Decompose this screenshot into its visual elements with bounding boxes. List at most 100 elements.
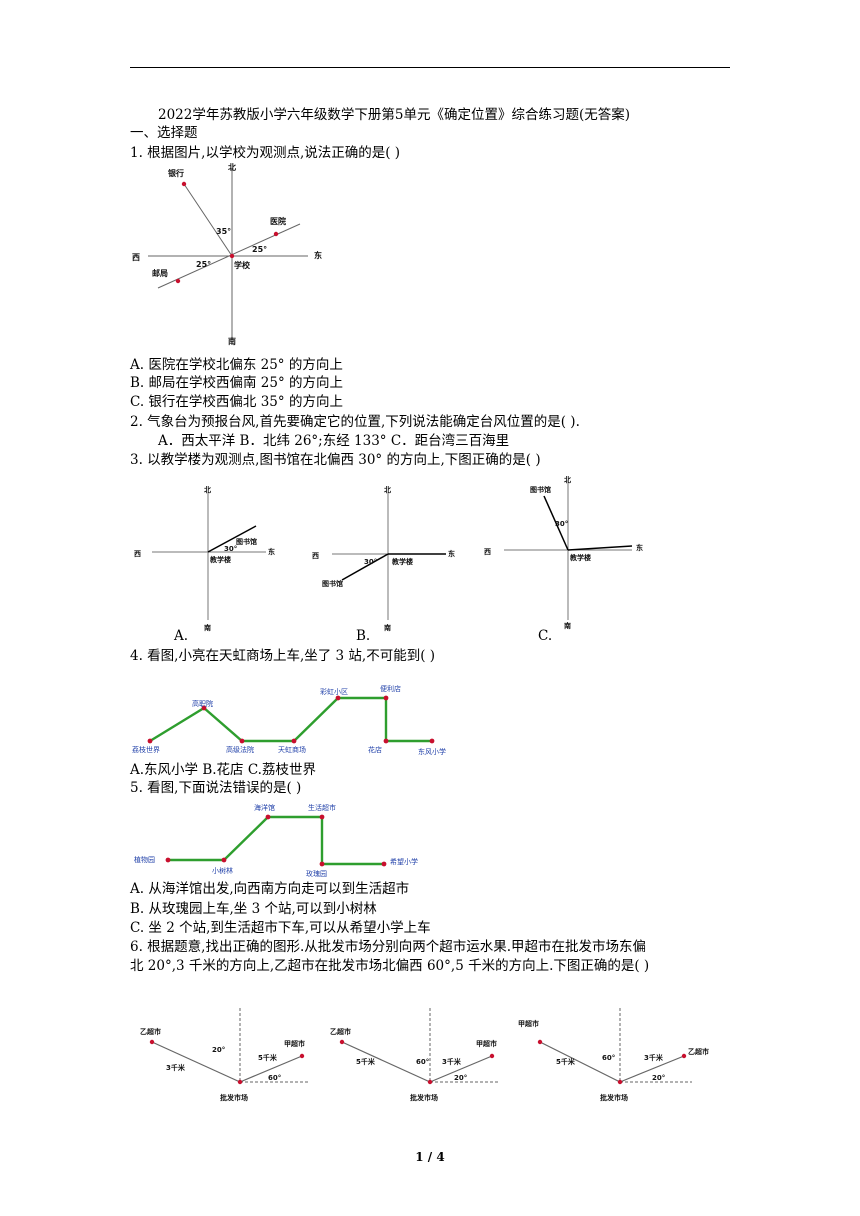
q5-stop-label: 生活超市: [308, 803, 336, 812]
q4-stop-dot: [147, 738, 153, 744]
q3c-building: 教学楼: [569, 553, 591, 562]
q3-figure-b: 北 南 东 西 图书馆 教学楼 30°: [312, 485, 455, 632]
q1-post-dot: [175, 278, 181, 284]
q6f2-base-dot: [427, 1079, 433, 1085]
q4-stop-label: 便利店: [380, 684, 401, 693]
q6f2-left-dot: [339, 1039, 345, 1045]
q6f3-right-dot: [681, 1053, 687, 1059]
q6f2-base-label: 批发市场: [410, 1093, 438, 1102]
q3c-east-ray: [567, 545, 633, 551]
q4-stop-label: 彩虹小区: [320, 687, 348, 696]
q5-option-c: C. 坐 2 个站,到生活超市下车,可以从希望小学上车: [130, 920, 431, 936]
q3a-north: 北: [204, 485, 211, 494]
q5-stop-dot: [319, 861, 325, 867]
q5-stop-dot: [319, 814, 325, 820]
q6f1-left-label: 乙超市: [140, 1027, 161, 1036]
q3a-library-ray: [207, 525, 257, 553]
q5-stop-label: 玫瑰园: [306, 869, 327, 878]
q3c-angle: 30°: [555, 520, 568, 528]
q6f2-distance-right: 3千米: [442, 1057, 462, 1066]
q4-options: A.东风小学 B.花店 C.荔枝世界: [130, 762, 316, 778]
q6f3-left-ray: [539, 1041, 621, 1083]
q4-stop-dot: [201, 705, 207, 711]
page-number: 1 / 4: [415, 1150, 445, 1164]
q3c-library-ray: [543, 495, 569, 551]
q3b-north: 北: [384, 485, 391, 494]
q4-route-map: 荔枝世界 高职院 高级法院 天虹商场 彩虹小区 便利店 花店 东风小学: [132, 684, 446, 756]
q4-stem: 4. 看图,小亮在天虹商场上车,坐了 3 站,不可能到( ): [130, 648, 436, 664]
q1-east-label: 东: [314, 250, 322, 260]
q3b-south: 南: [384, 623, 391, 632]
q6f1-left-dot: [149, 1039, 155, 1045]
q5-stop-label: 小树林: [212, 866, 233, 875]
q1-option-c: C. 银行在学校西偏北 35° 的方向上: [130, 394, 343, 410]
q4-stop-dot: [291, 738, 297, 744]
q6f2-right-ray: [429, 1055, 493, 1083]
q6f3-left-label: 甲超市: [518, 1019, 539, 1028]
q1-north-label: 北: [228, 162, 236, 172]
q6-stem-line1: 6. 根据题意,找出正确的图形.从批发市场分别向两个超市运水果.甲超市在批发市场…: [130, 939, 647, 955]
q6f3-left-dot: [537, 1039, 543, 1045]
q3-figure-c: 北 南 东 西 图书馆 教学楼 30°: [484, 475, 643, 630]
q6f1-base-dot: [237, 1079, 243, 1085]
q6f3-base-label: 批发市场: [600, 1093, 628, 1102]
q6f2-distance-left: 5千米: [356, 1057, 376, 1066]
q3c-east: 东: [636, 543, 643, 552]
q6f2-angle-bottom: 20°: [454, 1074, 467, 1082]
q6-stem-line2: 北 20°,3 千米的方向上,乙超市在批发市场北偏西 60°,5 千米的方向上.…: [130, 958, 650, 974]
q6f3-distance-left: 5千米: [556, 1057, 576, 1066]
q4-stop-dot: [429, 738, 435, 744]
q6f3-angle-bottom: 20°: [652, 1074, 665, 1082]
q6-figure-2: 乙超市 甲超市 批发市场 60° 20° 5千米 3千米: [330, 1008, 498, 1102]
q4-stop-dot: [335, 695, 341, 701]
q5-stop-label: 植物园: [134, 855, 155, 864]
q3c-west: 西: [484, 548, 491, 556]
q6f1-distance-left: 3千米: [166, 1063, 186, 1072]
q5-stop-label: 希望小学: [390, 857, 418, 866]
q3a-south: 南: [204, 623, 211, 632]
q3-label-b: B.: [356, 628, 371, 644]
q2-options: A．西太平洋 B．北纬 26°;东经 133° C．距台湾三百海里: [158, 433, 510, 449]
q1-hospital-label: 医院: [270, 216, 286, 226]
q1-school-dot: [229, 253, 235, 259]
q3b-library: 图书馆: [322, 579, 343, 588]
q1-school-label: 学校: [234, 260, 251, 270]
q6f1-left-ray: [151, 1041, 241, 1083]
q6f1-angle-top: 20°: [212, 1046, 225, 1054]
q5-option-a: A. 从海洋馆出发,向西南方向走可以到生活超市: [130, 881, 410, 897]
q1-bank-dot: [181, 181, 187, 187]
q6f1-angle-bottom: 60°: [268, 1074, 281, 1082]
q6f3-right-ray: [619, 1055, 685, 1083]
q6f2-left-ray: [341, 1041, 431, 1083]
q1-compass-figure: 北 南 东 西 银行 医院 邮局 学校 35° 25° 25°: [132, 162, 322, 346]
q6f1-base-label: 批发市场: [220, 1093, 248, 1102]
q6f3-angle-top: 60°: [602, 1054, 615, 1062]
q4-stop-label: 高级法院: [226, 745, 254, 754]
q3b-west: 西: [312, 552, 319, 560]
q5-stop-label: 海洋馆: [254, 803, 275, 812]
q1-bank-ray: [183, 183, 233, 257]
section-heading: 一、选择题: [130, 125, 198, 141]
q4-stop-dot: [383, 738, 389, 744]
q4-stop-dot: [239, 738, 245, 744]
q5-stop-dot: [381, 861, 387, 867]
q4-stop-label: 荔枝世界: [132, 745, 160, 754]
q1-angle-25-east: 25°: [252, 245, 267, 254]
q1-west-label: 西: [132, 253, 140, 262]
q3a-west: 西: [134, 550, 141, 558]
q6f2-right-dot: [489, 1053, 495, 1059]
q6-figure-3: 甲超市 乙超市 批发市场 60° 20° 5千米 3千米: [518, 1008, 709, 1102]
q3b-building: 教学楼: [391, 557, 413, 566]
q3-label-a: A.: [174, 628, 189, 644]
q2-stem: 2. 气象台为预报台风,首先要确定它的位置,下列说法能确定台风位置的是( ).: [130, 414, 580, 430]
q5-stem: 5. 看图,下面说法错误的是( ): [130, 780, 302, 796]
q1-post-label: 邮局: [152, 268, 168, 278]
q6f1-right-dot: [299, 1053, 305, 1059]
q3a-building: 教学楼: [209, 555, 231, 564]
q6f1-distance-right: 5千米: [258, 1053, 278, 1062]
q4-route-line: [149, 696, 432, 743]
q3a-east: 东: [268, 547, 275, 556]
page-title: 2022学年苏教版小学六年级数学下册第5单元《确定位置》综合练习题(无答案): [158, 107, 630, 123]
q4-stop-label: 花店: [368, 745, 382, 754]
q5-route-line: [168, 815, 384, 866]
